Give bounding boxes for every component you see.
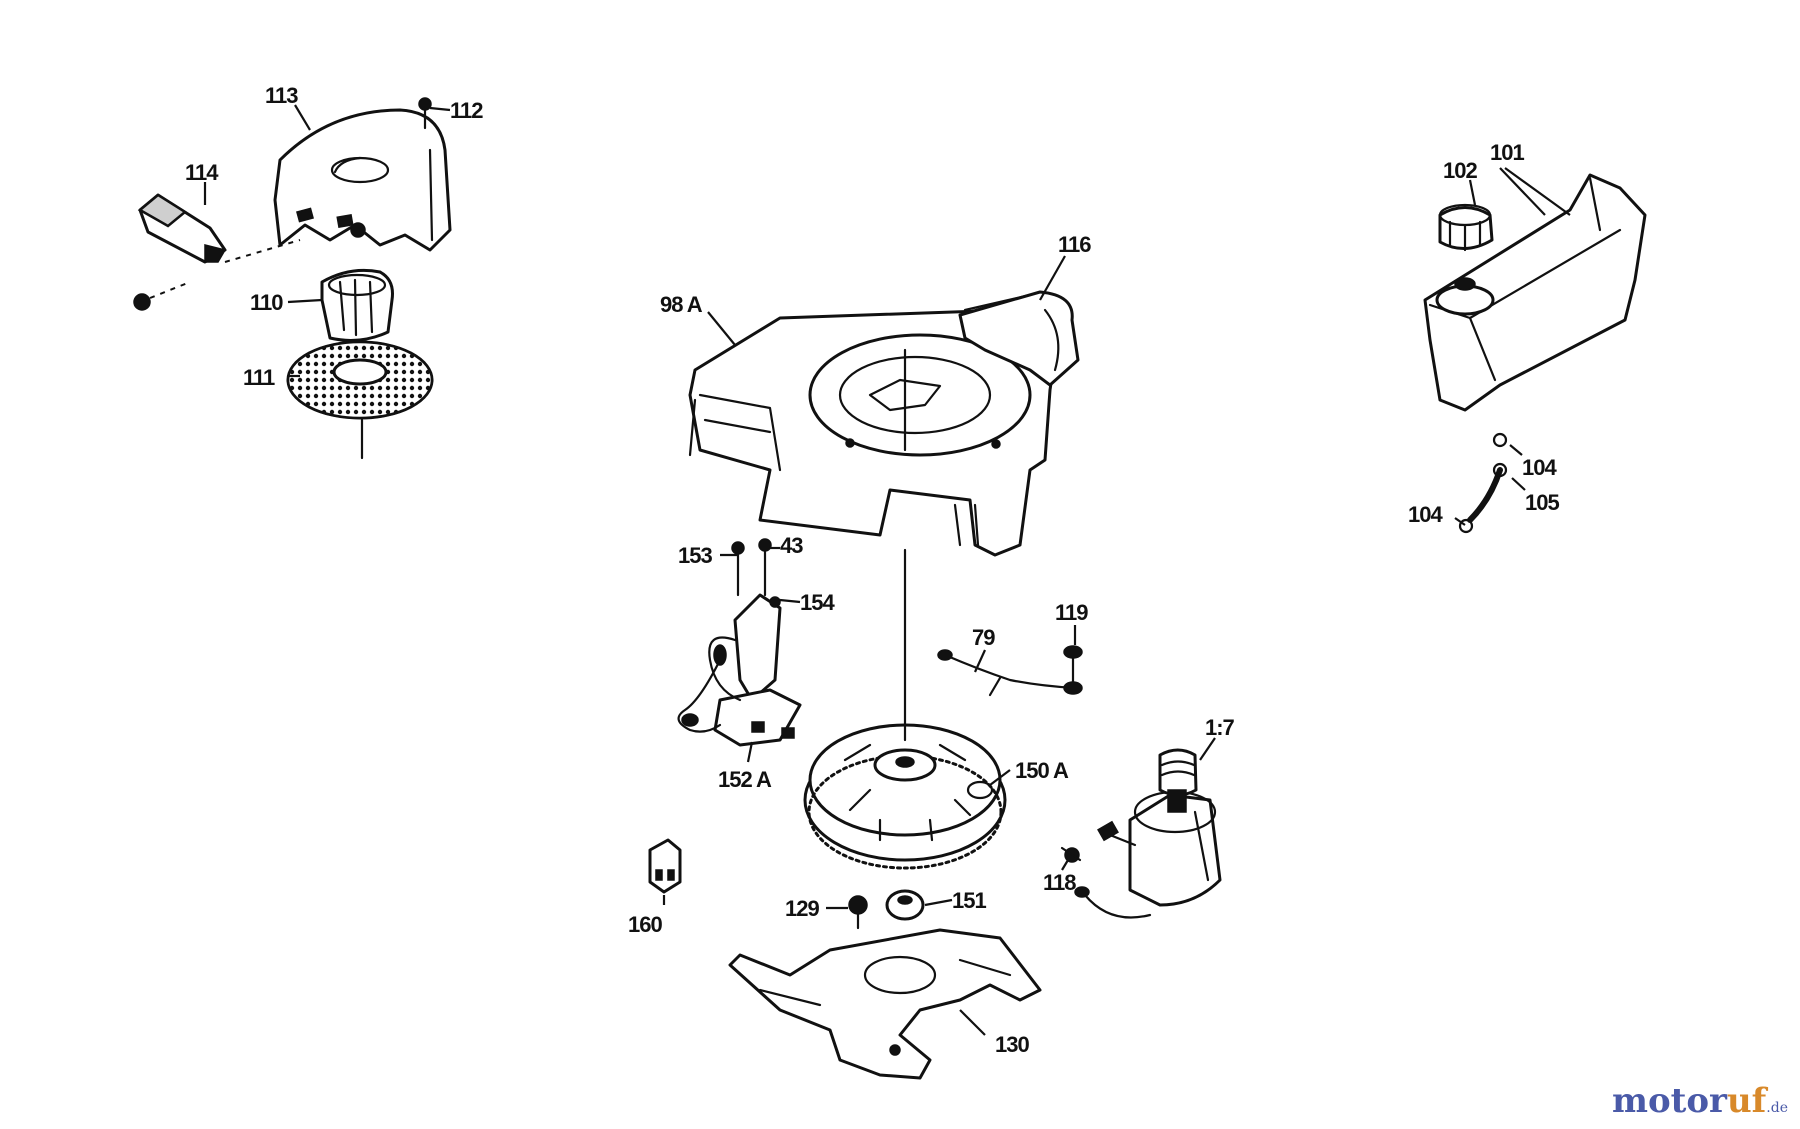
watermark-accent: uf (1726, 1081, 1767, 1121)
callout-153: 153 (678, 543, 712, 568)
callout-117: 1:7 (1205, 715, 1235, 740)
fuel-line-105 (1458, 432, 1508, 534)
starter-housing-113 (273, 108, 452, 252)
callout-119: 119 (1055, 600, 1088, 625)
callout-150a: 150 A (1015, 758, 1069, 783)
callout-104a: 104 (1522, 455, 1557, 480)
callout-104b: 104 (1408, 502, 1443, 527)
callout-105: 105 (1525, 490, 1559, 515)
callout-154: 154 (800, 590, 835, 615)
pulley-110 (320, 268, 394, 342)
callout-160: 160 (628, 912, 662, 937)
bolt-118 (1060, 846, 1082, 863)
ground-wire-79 (937, 649, 1077, 697)
callout-43: 43 (780, 533, 803, 558)
callout-116: 116 (1058, 232, 1091, 257)
screw-129 (848, 895, 868, 930)
callout-129: 129 (785, 896, 819, 921)
callout-102: 102 (1443, 158, 1477, 183)
watermark-tld: .de (1766, 1100, 1788, 1116)
screw-114-bolt (133, 281, 191, 311)
spring-111 (286, 340, 434, 460)
callout-111: 111 (243, 365, 275, 390)
starter-motor-117 (1074, 748, 1222, 919)
screw-43 (758, 538, 772, 597)
callout-151: 151 (952, 888, 986, 913)
bushing-151 (885, 889, 925, 921)
guard-116 (958, 290, 1080, 387)
clip-119 (1063, 645, 1083, 695)
callout-98a: 98 A (660, 292, 703, 317)
fuel-cap-102 (1438, 203, 1494, 252)
site-watermark: motoruf.de (1612, 1081, 1788, 1121)
assembly-line-114 (224, 239, 301, 263)
ignition-coil-154 (677, 593, 802, 747)
callout-118: 118 (1043, 870, 1076, 895)
callout-79: 79 (972, 625, 995, 650)
switch-160 (648, 838, 682, 894)
leader-lines (203, 104, 1571, 1036)
starter-handle-114 (137, 193, 227, 264)
callout-101: 101 (1490, 140, 1524, 165)
base-plate-130 (728, 928, 1042, 1080)
callout-114: 114 (185, 160, 219, 185)
callout-130: 130 (995, 1032, 1029, 1057)
callout-112: 112 (450, 98, 483, 123)
callout-152a: 152 A (718, 767, 772, 792)
flywheel-150a (803, 723, 1007, 870)
screw-112 (418, 97, 432, 130)
screw-153 (731, 541, 745, 597)
watermark-main: motor (1611, 1081, 1727, 1121)
callout-110: 110 (250, 290, 283, 315)
fuel-tank-101 (1423, 173, 1647, 412)
callout-113: 113 (265, 83, 298, 108)
